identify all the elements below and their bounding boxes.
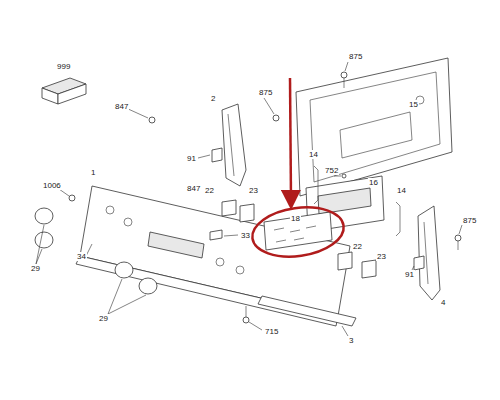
callout-number: 14	[308, 150, 319, 159]
callout-number: 15	[408, 100, 419, 109]
callout-number: 1	[90, 168, 96, 177]
callout-number: 14	[396, 186, 407, 195]
callout-number: 875	[462, 216, 477, 225]
callout-number: 29	[30, 264, 41, 273]
callout-number: 29	[98, 314, 109, 323]
highlight	[249, 78, 347, 262]
part-box	[42, 78, 86, 104]
callout-number: 33	[240, 231, 251, 240]
switch	[210, 200, 376, 278]
end-cap	[222, 104, 246, 186]
leader-line	[36, 62, 462, 336]
callout-number: 4	[440, 298, 446, 307]
callout-number: 752	[324, 166, 339, 175]
callout-number: 875	[258, 88, 273, 97]
end-cap	[418, 206, 440, 300]
control-panel	[76, 186, 350, 326]
callout-number: 875	[348, 52, 363, 61]
callout-number: 34	[76, 252, 87, 261]
callout-number: 18	[290, 214, 301, 223]
callout-number: 91	[186, 154, 197, 163]
touch-panel	[264, 212, 332, 250]
callout-number: 999	[56, 62, 71, 71]
callout-number: 91	[404, 270, 415, 279]
callout-number: 847	[114, 102, 129, 111]
callout-number: 847	[186, 184, 201, 193]
back-panel	[296, 58, 452, 196]
callout-number: 3	[348, 336, 354, 345]
trim	[258, 296, 356, 326]
callout-number: 22	[204, 186, 215, 195]
callout-number: 22	[352, 242, 363, 251]
callout-number: 23	[376, 252, 387, 261]
knob	[35, 208, 157, 294]
callout-number: 715	[264, 327, 279, 336]
callout-number: 1006	[42, 181, 62, 190]
screw	[69, 72, 461, 323]
callout-number: 2	[210, 94, 216, 103]
callout-number: 16	[368, 178, 379, 187]
callout-number: 23	[248, 186, 259, 195]
